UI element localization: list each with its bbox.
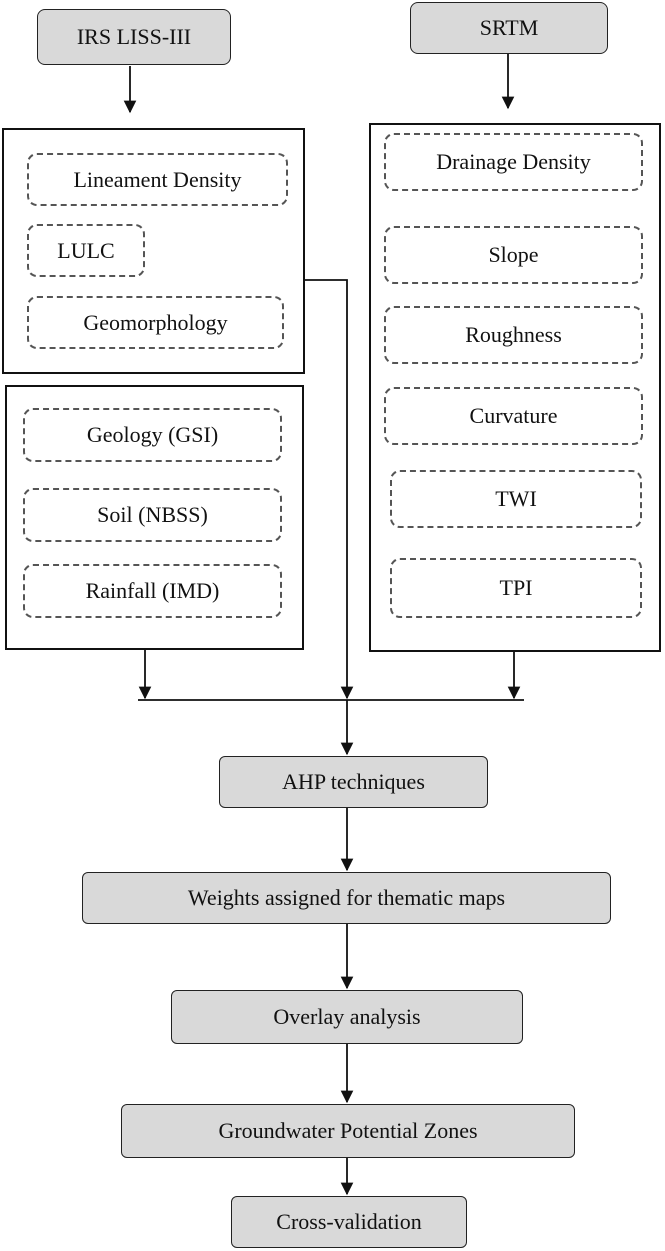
- layer-drainage-density: Drainage Density: [384, 133, 643, 191]
- step-ahp-techniques: AHP techniques: [219, 756, 488, 808]
- layer-twi: TWI: [390, 470, 642, 528]
- layer-tpi: TPI: [390, 558, 642, 618]
- layer-roughness: Roughness: [384, 306, 643, 364]
- step-overlay-analysis: Overlay analysis: [171, 990, 523, 1044]
- layer-lulc: LULC: [27, 224, 145, 277]
- layer-soil-nbss: Soil (NBSS): [23, 488, 282, 542]
- step-groundwater-potential-zones: Groundwater Potential Zones: [121, 1104, 575, 1158]
- step-weights-assigned: Weights assigned for thematic maps: [82, 872, 611, 924]
- step-cross-validation: Cross-validation: [231, 1196, 467, 1248]
- source-irs-liss-iii: IRS LISS-III: [37, 9, 231, 65]
- layer-rainfall-imd: Rainfall (IMD): [23, 564, 282, 618]
- layer-lineament-density: Lineament Density: [27, 153, 288, 206]
- layer-geology-gsi: Geology (GSI): [23, 408, 282, 462]
- source-srtm: SRTM: [410, 2, 608, 54]
- connector-left-top: [305, 279, 354, 700]
- layer-geomorphology: Geomorphology: [27, 296, 284, 349]
- layer-slope: Slope: [384, 226, 643, 284]
- layer-curvature: Curvature: [384, 387, 643, 445]
